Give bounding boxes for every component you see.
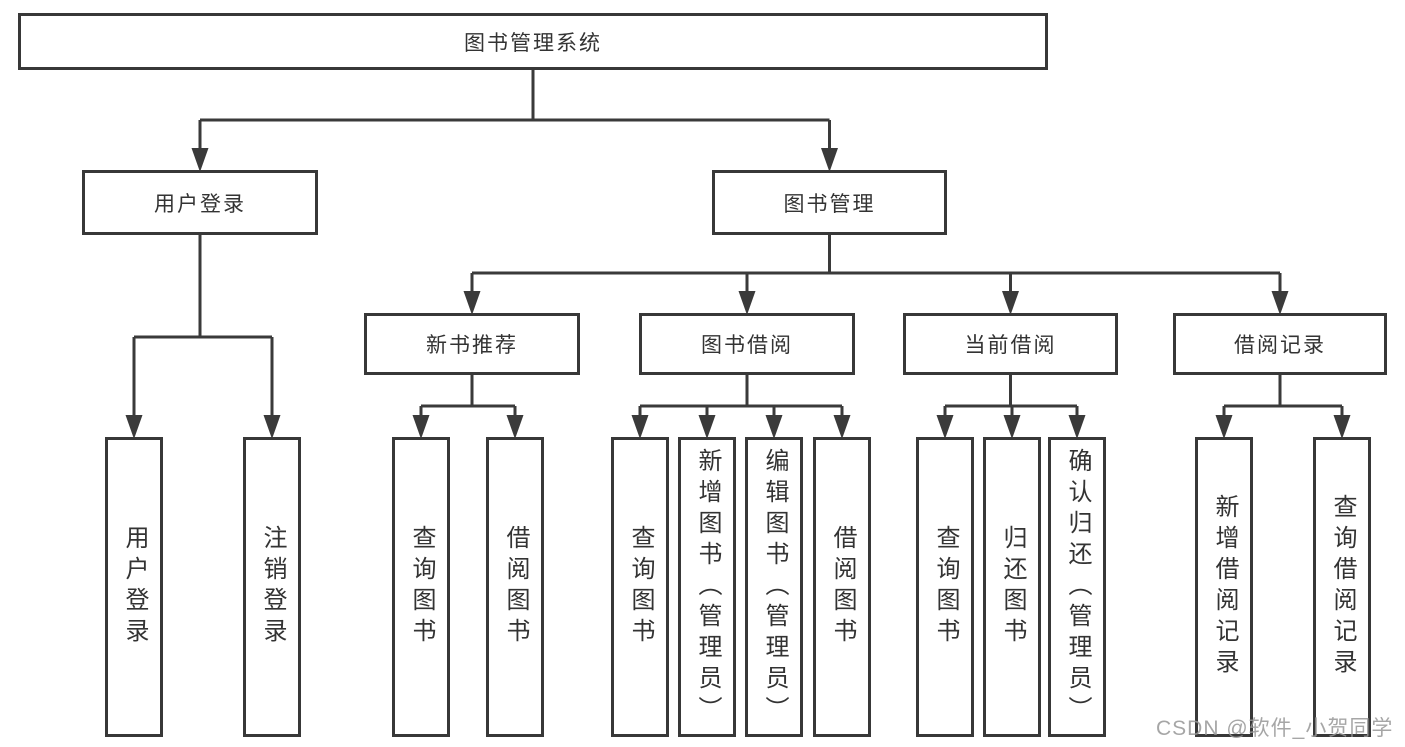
connector-borrow-records [1222,375,1344,421]
arrow-logout [263,415,281,439]
arrow-query-books-2 [631,415,649,439]
node-login: 用户登录 [105,437,163,737]
node-query-books-2: 查询图书 [611,437,669,737]
arrow-user-login [191,148,209,172]
connector-current-borrowing [943,375,1079,421]
node-return-book: 归还图书 [983,437,1041,737]
arrow-query-books-1 [412,415,430,439]
node-user-login: 用户登录 [82,170,318,235]
arrow-current-borrowing [1002,291,1019,315]
arrow-borrow-records [1271,291,1289,315]
arrow-return-book [1003,415,1021,439]
arrow-book-borrowing [738,291,756,315]
arrow-query-borrow-record [1333,415,1351,439]
node-logout: 注销登录 [243,437,301,737]
arrowheads [125,148,1351,439]
connector-book-borrowing [638,375,844,421]
arrow-edit-book [765,415,783,439]
arrow-confirm-return [1068,415,1086,439]
node-query-borrow-record: 查询借阅记录 [1313,437,1371,737]
node-edit-book-admin: 编辑图书（管理员） [745,437,803,737]
arrow-new-book-recommend [463,291,481,315]
arrow-borrow-books-2 [833,415,851,439]
node-borrow-records: 借阅记录 [1173,313,1387,375]
node-borrow-books-2: 借阅图书 [813,437,871,737]
node-add-borrow-record: 新增借阅记录 [1195,437,1253,737]
arrow-borrow-books-1 [506,415,524,439]
arrow-query-books-3 [936,415,954,439]
connector-new-book-recommend [419,375,517,421]
node-current-borrowing: 当前借阅 [903,313,1118,375]
arrow-add-borrow-record [1215,415,1233,439]
node-query-books-3: 查询图书 [916,437,974,737]
node-book-borrowing: 图书借阅 [639,313,855,375]
connector-book-management [470,235,1282,297]
node-confirm-return-admin: 确认归还（管理员） [1048,437,1106,737]
node-library-system: 图书管理系统 [18,13,1048,70]
arrow-add-book [698,415,716,439]
node-book-management: 图书管理 [712,170,947,235]
connector-root-to-level2 [198,70,831,152]
node-add-book-admin: 新增图书（管理员） [678,437,736,737]
connector-user-login [132,235,274,421]
arrow-book-management [821,148,838,172]
arrow-login [125,415,143,439]
node-borrow-books-1: 借阅图书 [486,437,544,737]
node-new-book-recommend: 新书推荐 [364,313,580,375]
watermark: CSDN @软件_小贺同学 [1156,717,1394,740]
node-query-books-1: 查询图书 [392,437,450,737]
